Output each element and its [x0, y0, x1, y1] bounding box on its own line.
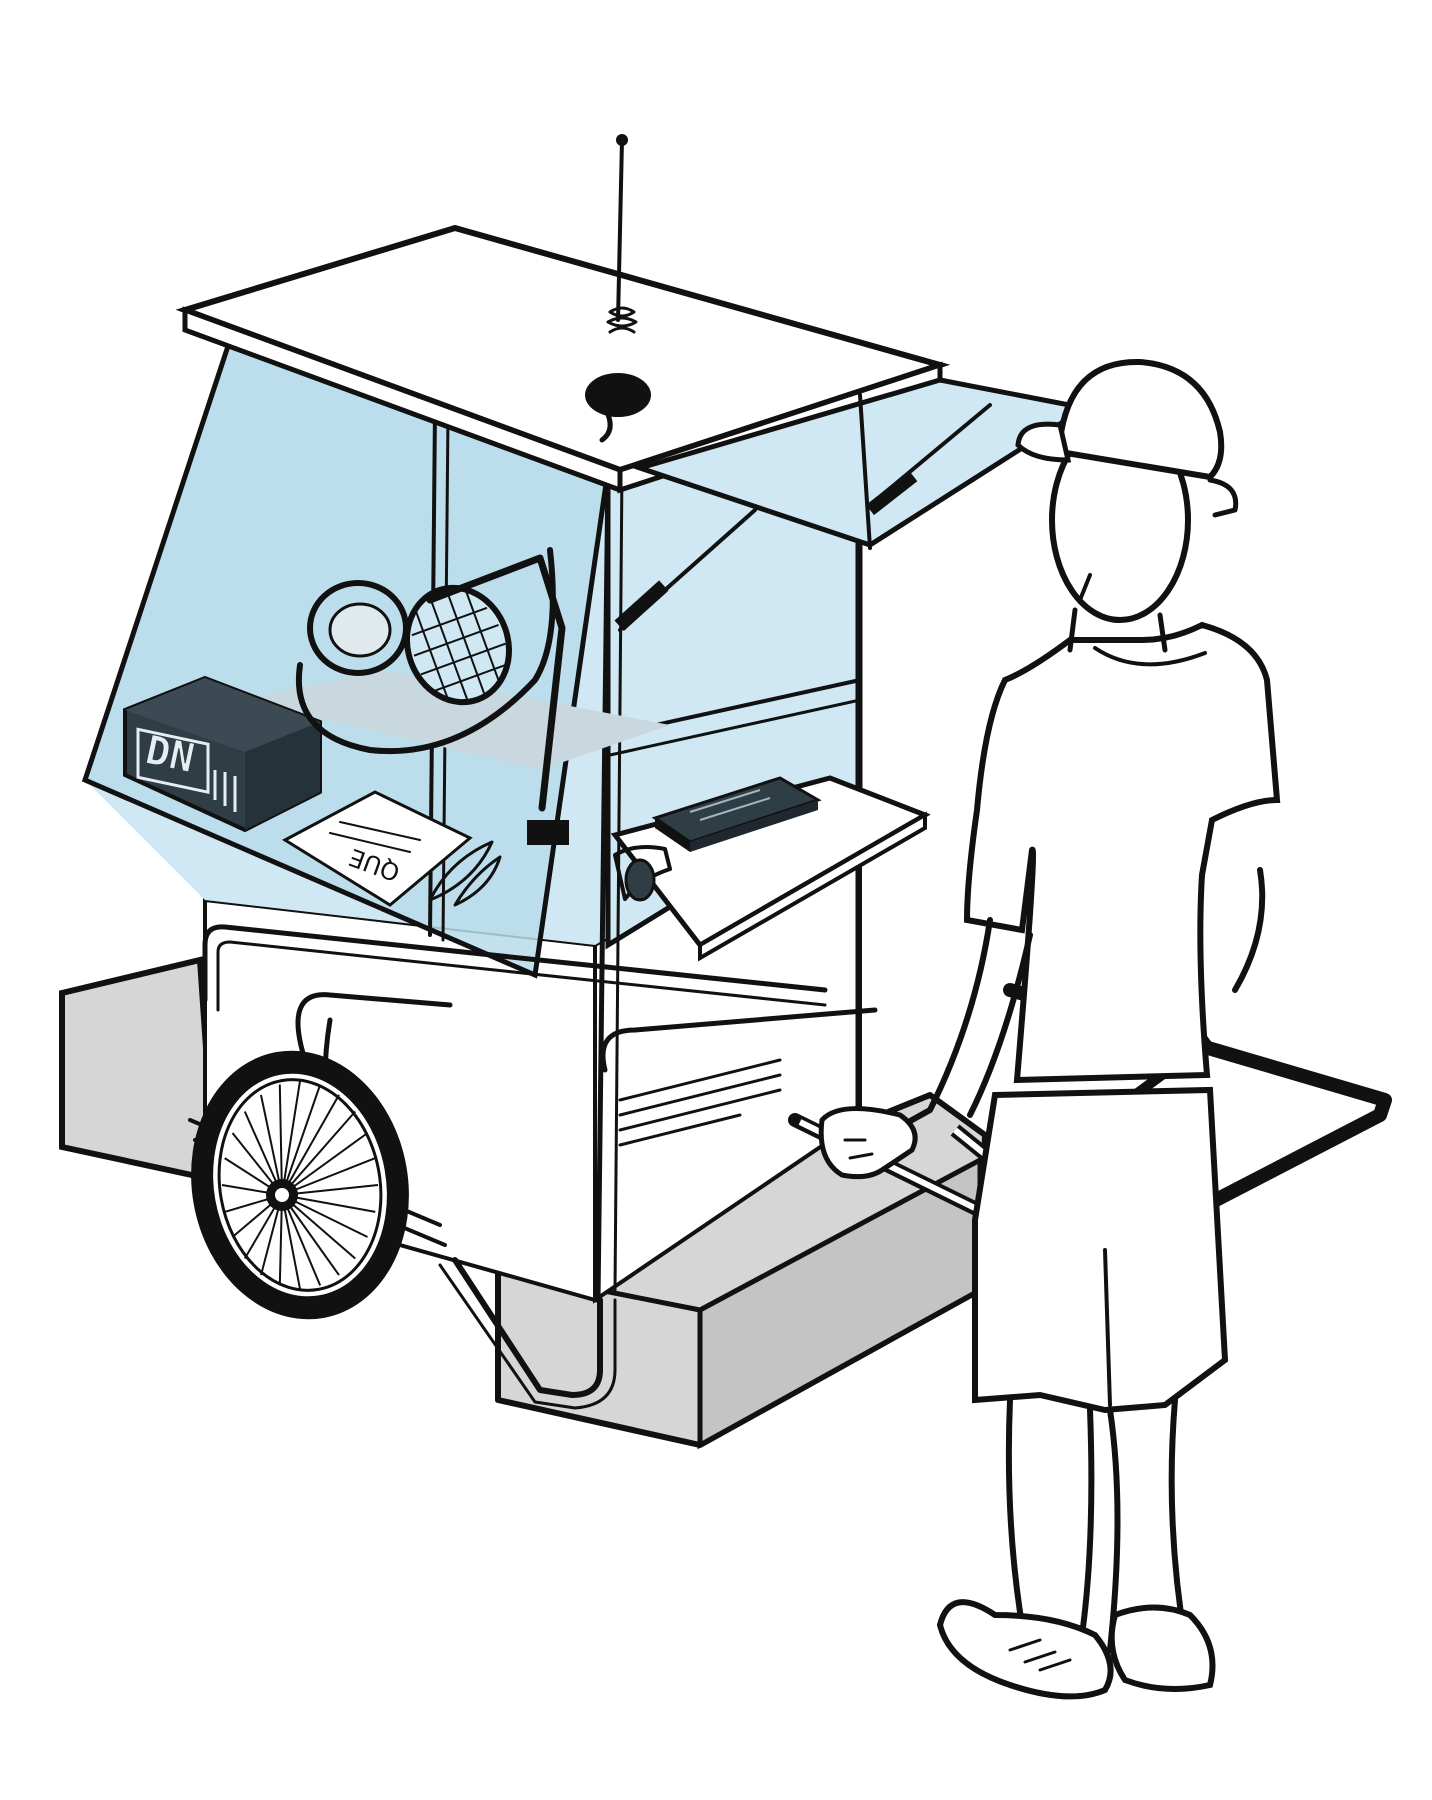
gas-strut-left: [614, 580, 669, 631]
rear-grill: [618, 1058, 782, 1147]
speaker-label: DN: [142, 727, 199, 782]
wheel-spoke: [281, 1194, 340, 1276]
gas-strut-right: [865, 471, 918, 516]
right-shoe: [1108, 1604, 1216, 1692]
interior-shelf: [245, 670, 670, 770]
wheel-spoke: [281, 1084, 322, 1196]
hand: [818, 1106, 918, 1180]
left-shoe: [936, 1599, 1114, 1700]
t-shirt: [963, 621, 1281, 1084]
wheel-spoke: [278, 1084, 283, 1196]
wheel-spoke: [281, 1184, 379, 1196]
pen-icon: [428, 840, 502, 907]
wheel-spoke: [281, 1132, 369, 1196]
shorts: [972, 1086, 1229, 1414]
side-awning: [614, 377, 1092, 632]
wheel-spoke: [281, 1094, 340, 1196]
wheel-spoke: [281, 1157, 376, 1196]
microphone-icon: [295, 547, 569, 845]
cart-base-boxes: [59, 956, 988, 1450]
spoked-wheel-icon: [191, 1050, 409, 1320]
cap: [1057, 358, 1225, 481]
wheel-spoke: [281, 1194, 356, 1260]
paper-note: QUE: [281, 790, 473, 907]
left-base-box-top: [59, 956, 219, 1184]
cap-brim: [1015, 421, 1072, 463]
cart-frame: [188, 924, 878, 1410]
antenna-icon: [585, 134, 651, 443]
radio-receiver-icon: [651, 776, 822, 852]
wheel-spoke: [281, 1110, 356, 1196]
wheel-spoke: [281, 1080, 301, 1196]
wheel-spoke: [281, 1194, 322, 1286]
vendor-person: [818, 358, 1281, 1700]
wheel-spoke: [260, 1094, 283, 1196]
speaker-box-icon: DN: [123, 675, 322, 833]
handset-device: [613, 845, 672, 902]
